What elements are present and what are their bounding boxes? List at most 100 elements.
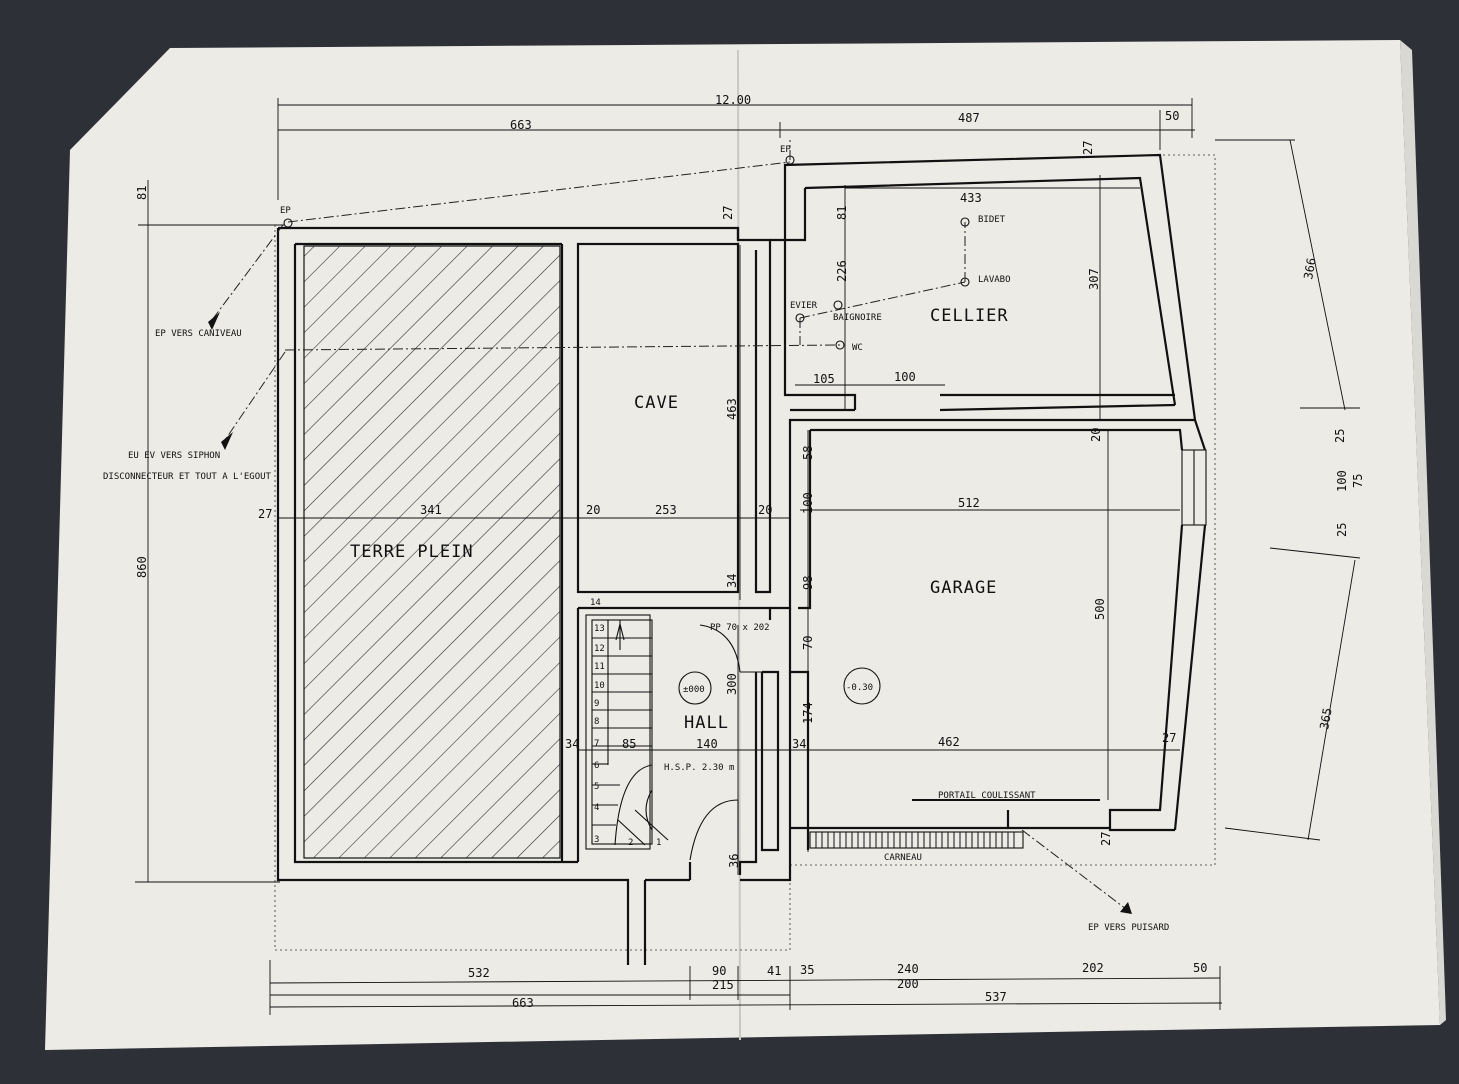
carneau-grate — [809, 831, 1024, 849]
dim-right-lower: 365 — [1317, 707, 1335, 731]
dim-85: 85 — [622, 737, 636, 751]
walls — [276, 153, 1207, 965]
dim-right-d: 25 — [1335, 523, 1349, 537]
dim-bottom-532: 532 — [468, 966, 490, 980]
room-cellier: CELLIER — [930, 306, 1009, 326]
dim-105: 105 — [813, 372, 835, 386]
label-wc: WC — [852, 343, 863, 353]
dim-bottom-50: 50 — [1193, 961, 1207, 975]
dim-bottom-90: 90 — [712, 964, 726, 978]
dim-bottom-663: 663 — [512, 996, 534, 1010]
dim-34-c: 34 — [792, 737, 806, 751]
label-ep-1: EP — [280, 206, 291, 216]
dim-34-b: 34 — [565, 737, 579, 751]
stair-num-3: 3 — [594, 835, 599, 845]
dim-253: 253 — [655, 503, 677, 517]
dim-20-b: 20 — [758, 503, 772, 517]
dim-right-c: 75 — [1351, 474, 1365, 488]
dim-174: 174 — [801, 702, 815, 724]
dim-overall-width: 12.00 — [715, 93, 751, 107]
dim-top-right: 487 — [958, 111, 980, 125]
dim-98: 98 — [801, 576, 815, 590]
right-dimensions: 366 365 25 100 75 25 — [1215, 139, 1365, 841]
dim-right-upper: 366 — [1301, 257, 1319, 281]
level-garage: -0.30 — [846, 683, 873, 693]
stair-num-1: 1 — [656, 838, 661, 848]
dim-bottom-35: 35 — [800, 963, 814, 977]
dim-140: 140 — [696, 737, 718, 751]
bottom-dimensions: 532 90 41 35 240 202 50 215 200 663 537 — [269, 960, 1223, 1015]
dim-433: 433 — [960, 191, 982, 205]
dim-bottom-41: 41 — [767, 964, 781, 978]
label-ep-2: EP — [780, 145, 791, 155]
stair-num-2: 2 — [628, 838, 633, 848]
dim-70: 70 — [801, 636, 815, 650]
label-bidet: BIDET — [978, 215, 1006, 225]
dim-100-b: 100 — [801, 492, 815, 514]
dim-36: 36 — [727, 854, 741, 868]
dim-27-d: 27 — [1099, 832, 1113, 846]
note-ep-caniveau: EP VERS CANIVEAU — [155, 329, 242, 339]
dim-bottom-215: 215 — [712, 978, 734, 992]
note-pp: PP 70 x 202 — [710, 623, 770, 633]
dim-307: 307 — [1087, 268, 1101, 290]
dim-462: 462 — [938, 735, 960, 749]
dim-500: 500 — [1093, 598, 1107, 620]
stair-num-13: 13 — [594, 624, 605, 634]
dim-58: 58 — [801, 446, 815, 460]
stair-num-6: 6 — [594, 761, 599, 771]
dim-bottom-537: 537 — [985, 990, 1007, 1004]
dim-20-a: 20 — [586, 503, 600, 517]
dim-81: 81 — [835, 206, 849, 220]
dim-341: 341 — [420, 503, 442, 517]
drainage-lines — [208, 140, 1132, 914]
stair-num-4: 4 — [594, 803, 599, 813]
room-garage: GARAGE — [930, 578, 997, 598]
stair-num-5: 5 — [594, 782, 599, 792]
room-cave: CAVE — [634, 393, 679, 413]
dim-512: 512 — [958, 496, 980, 510]
dim-27-wall: 27 — [721, 206, 735, 220]
note-portail: PORTAIL COULISSANT — [938, 791, 1036, 801]
dim-27-top: 27 — [1081, 141, 1095, 155]
dim-20-c: 20 — [1089, 428, 1103, 442]
dim-463: 463 — [725, 398, 739, 420]
room-terre-plein: TERRE PLEIN — [350, 542, 474, 562]
staircase: 13 12 11 10 9 8 7 6 5 4 3 2 1 — [585, 614, 669, 850]
stair-num-12: 12 — [594, 644, 605, 654]
dim-left-full: 860 — [135, 556, 149, 578]
note-hsp: H.S.P. 2.30 m — [664, 763, 734, 773]
dim-34-a: 34 — [725, 574, 739, 588]
dim-left-top: 81 — [135, 186, 149, 200]
room-hall: HALL — [684, 713, 729, 733]
note-eu-ev-line2: DISCONNECTEUR ET TOUT A L'EGOUT — [103, 472, 272, 482]
paper-sheet — [45, 40, 1440, 1050]
left-dimensions: 81 860 — [135, 180, 285, 883]
note-eu-ev-line1: EU EV VERS SIPHON — [128, 451, 220, 461]
label-baignoire: BAIGNOIRE — [833, 313, 882, 323]
dim-top-left: 663 — [510, 118, 532, 132]
dim-226: 226 — [835, 260, 849, 282]
dim-14: 14 — [590, 598, 601, 608]
stair-num-11: 11 — [594, 662, 605, 672]
fixture-symbols — [283, 155, 970, 705]
label-lavabo: LAVABO — [978, 275, 1011, 285]
dim-top-edge: 50 — [1165, 109, 1179, 123]
top-dimensions: 12.00 663 487 50 — [277, 93, 1195, 200]
dim-right-a: 25 — [1333, 429, 1347, 443]
dim-bottom-202: 202 — [1082, 961, 1104, 975]
dim-bottom-240: 240 — [897, 962, 919, 976]
stair-num-7: 7 — [594, 739, 599, 749]
stair-num-10: 10 — [594, 681, 605, 691]
stair-num-9: 9 — [594, 699, 599, 709]
dim-300: 300 — [725, 673, 739, 695]
dim-27-c: 27 — [1162, 731, 1176, 745]
note-ep-puisard: EP VERS PUISARD — [1088, 923, 1169, 933]
interior-dimension-lines — [278, 175, 1180, 875]
stair-num-8: 8 — [594, 717, 599, 727]
level-hall: ±000 — [683, 685, 705, 695]
label-evier: EVIER — [790, 301, 818, 311]
dim-27-left: 27 — [258, 507, 272, 521]
